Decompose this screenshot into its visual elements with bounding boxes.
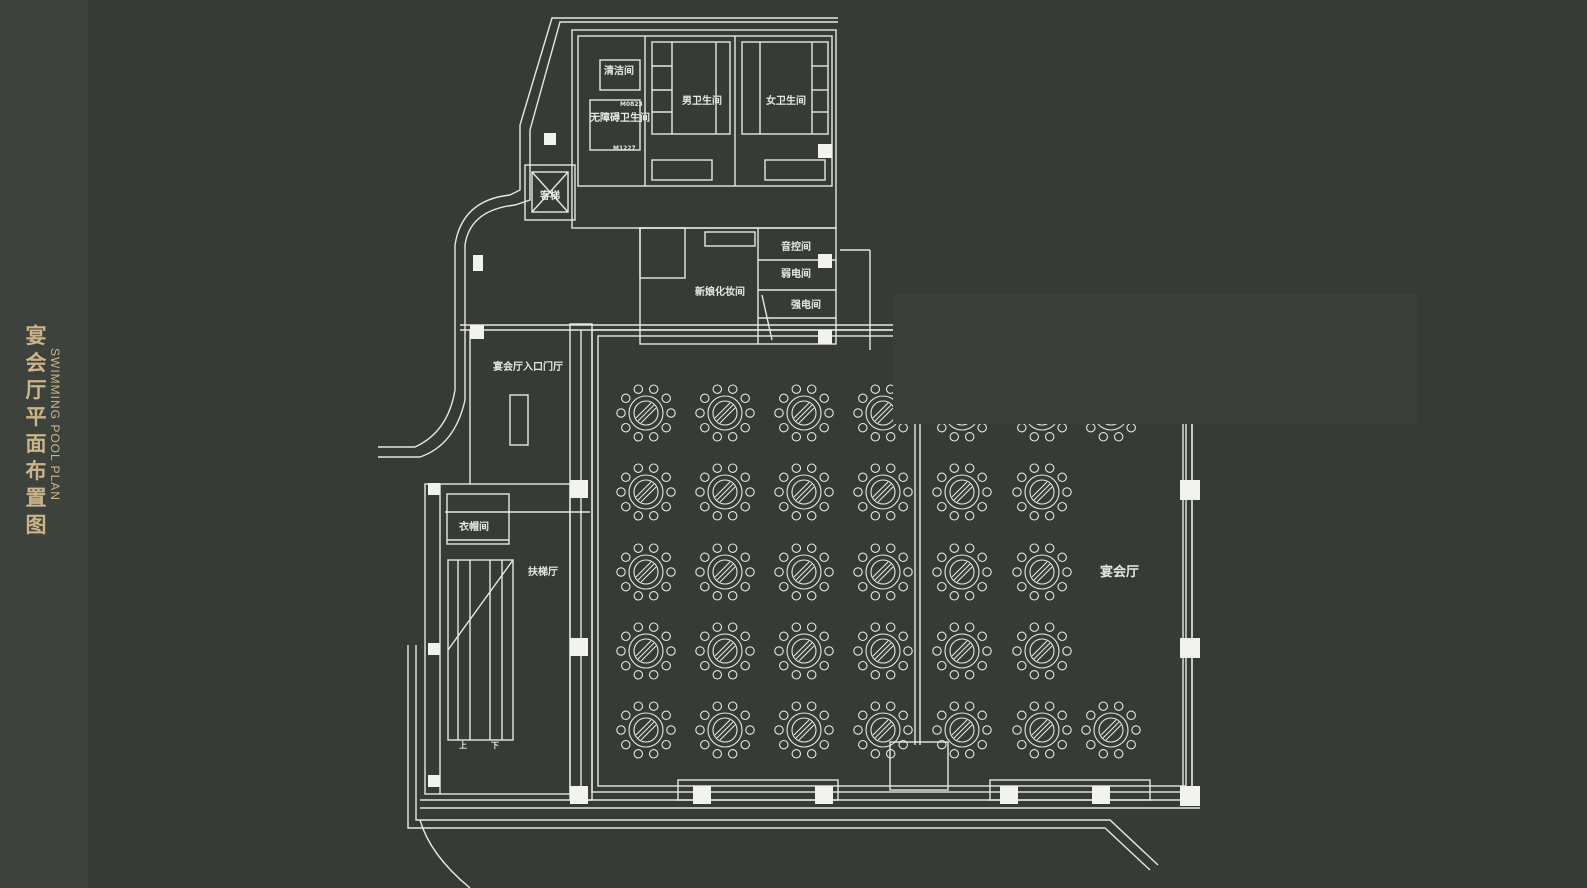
room-label-cloakroom: 衣帽间 — [459, 520, 489, 533]
round-table — [853, 622, 913, 680]
round-table — [932, 622, 992, 680]
sidebar-panel — [0, 0, 88, 888]
round-table — [695, 384, 755, 442]
room-label-cleaning: 清洁间 — [604, 64, 634, 77]
round-table — [616, 701, 676, 759]
round-table — [774, 463, 834, 521]
round-table — [932, 543, 992, 601]
round-table — [695, 701, 755, 759]
room-label-entrance-lobby: 宴会厅入口门厅 — [493, 360, 563, 373]
round-table — [932, 463, 992, 521]
room-label-escalator-hall: 扶梯厅 — [528, 565, 558, 578]
round-table — [695, 543, 755, 601]
room-label-strong-current: 强电间 — [791, 298, 821, 311]
room-label-sound-control: 音控间 — [781, 240, 811, 253]
round-table — [774, 384, 834, 442]
room-label-womens-wc: 女卫生间 — [766, 94, 806, 107]
round-table — [774, 543, 834, 601]
room-label-banquet-hall: 宴会厅 — [1100, 564, 1139, 580]
round-table — [616, 543, 676, 601]
round-table — [616, 622, 676, 680]
round-table — [1012, 622, 1072, 680]
room-label-guest-elevator: 客梯 — [539, 189, 560, 202]
door-code-label: M1227 — [613, 145, 636, 152]
round-table — [616, 384, 676, 442]
round-table — [695, 622, 755, 680]
escalator-up-label: 上 — [459, 740, 467, 750]
door-code-label: M0823 — [620, 101, 643, 108]
round-table — [1012, 701, 1072, 759]
walls — [378, 17, 1200, 888]
room-label-weak-current: 弱电间 — [781, 267, 811, 280]
round-table — [1012, 463, 1072, 521]
plan-title-chinese: 宴会厅平面布置图 — [25, 323, 47, 537]
structural-columns — [428, 133, 1200, 806]
round-table — [853, 543, 913, 601]
round-table — [616, 463, 676, 521]
room-label-bridal-dressing: 新娘化妆间 — [695, 285, 745, 298]
banquet-tables — [616, 384, 1141, 759]
round-table — [774, 701, 834, 759]
round-table — [853, 463, 913, 521]
round-table — [1012, 543, 1072, 601]
room-label-mens-wc: 男卫生间 — [682, 94, 722, 107]
round-table — [774, 622, 834, 680]
round-table — [695, 463, 755, 521]
blank-overlay-panel — [893, 294, 1417, 424]
round-table — [853, 701, 913, 759]
room-label-accessible-wc: 无障碍卫生间 — [589, 111, 650, 124]
round-table — [1081, 701, 1141, 759]
round-table — [932, 701, 992, 759]
escalator-down-label: 下 — [491, 741, 499, 750]
plan-title-english: SWIMMING POOL PLAN — [48, 348, 62, 501]
